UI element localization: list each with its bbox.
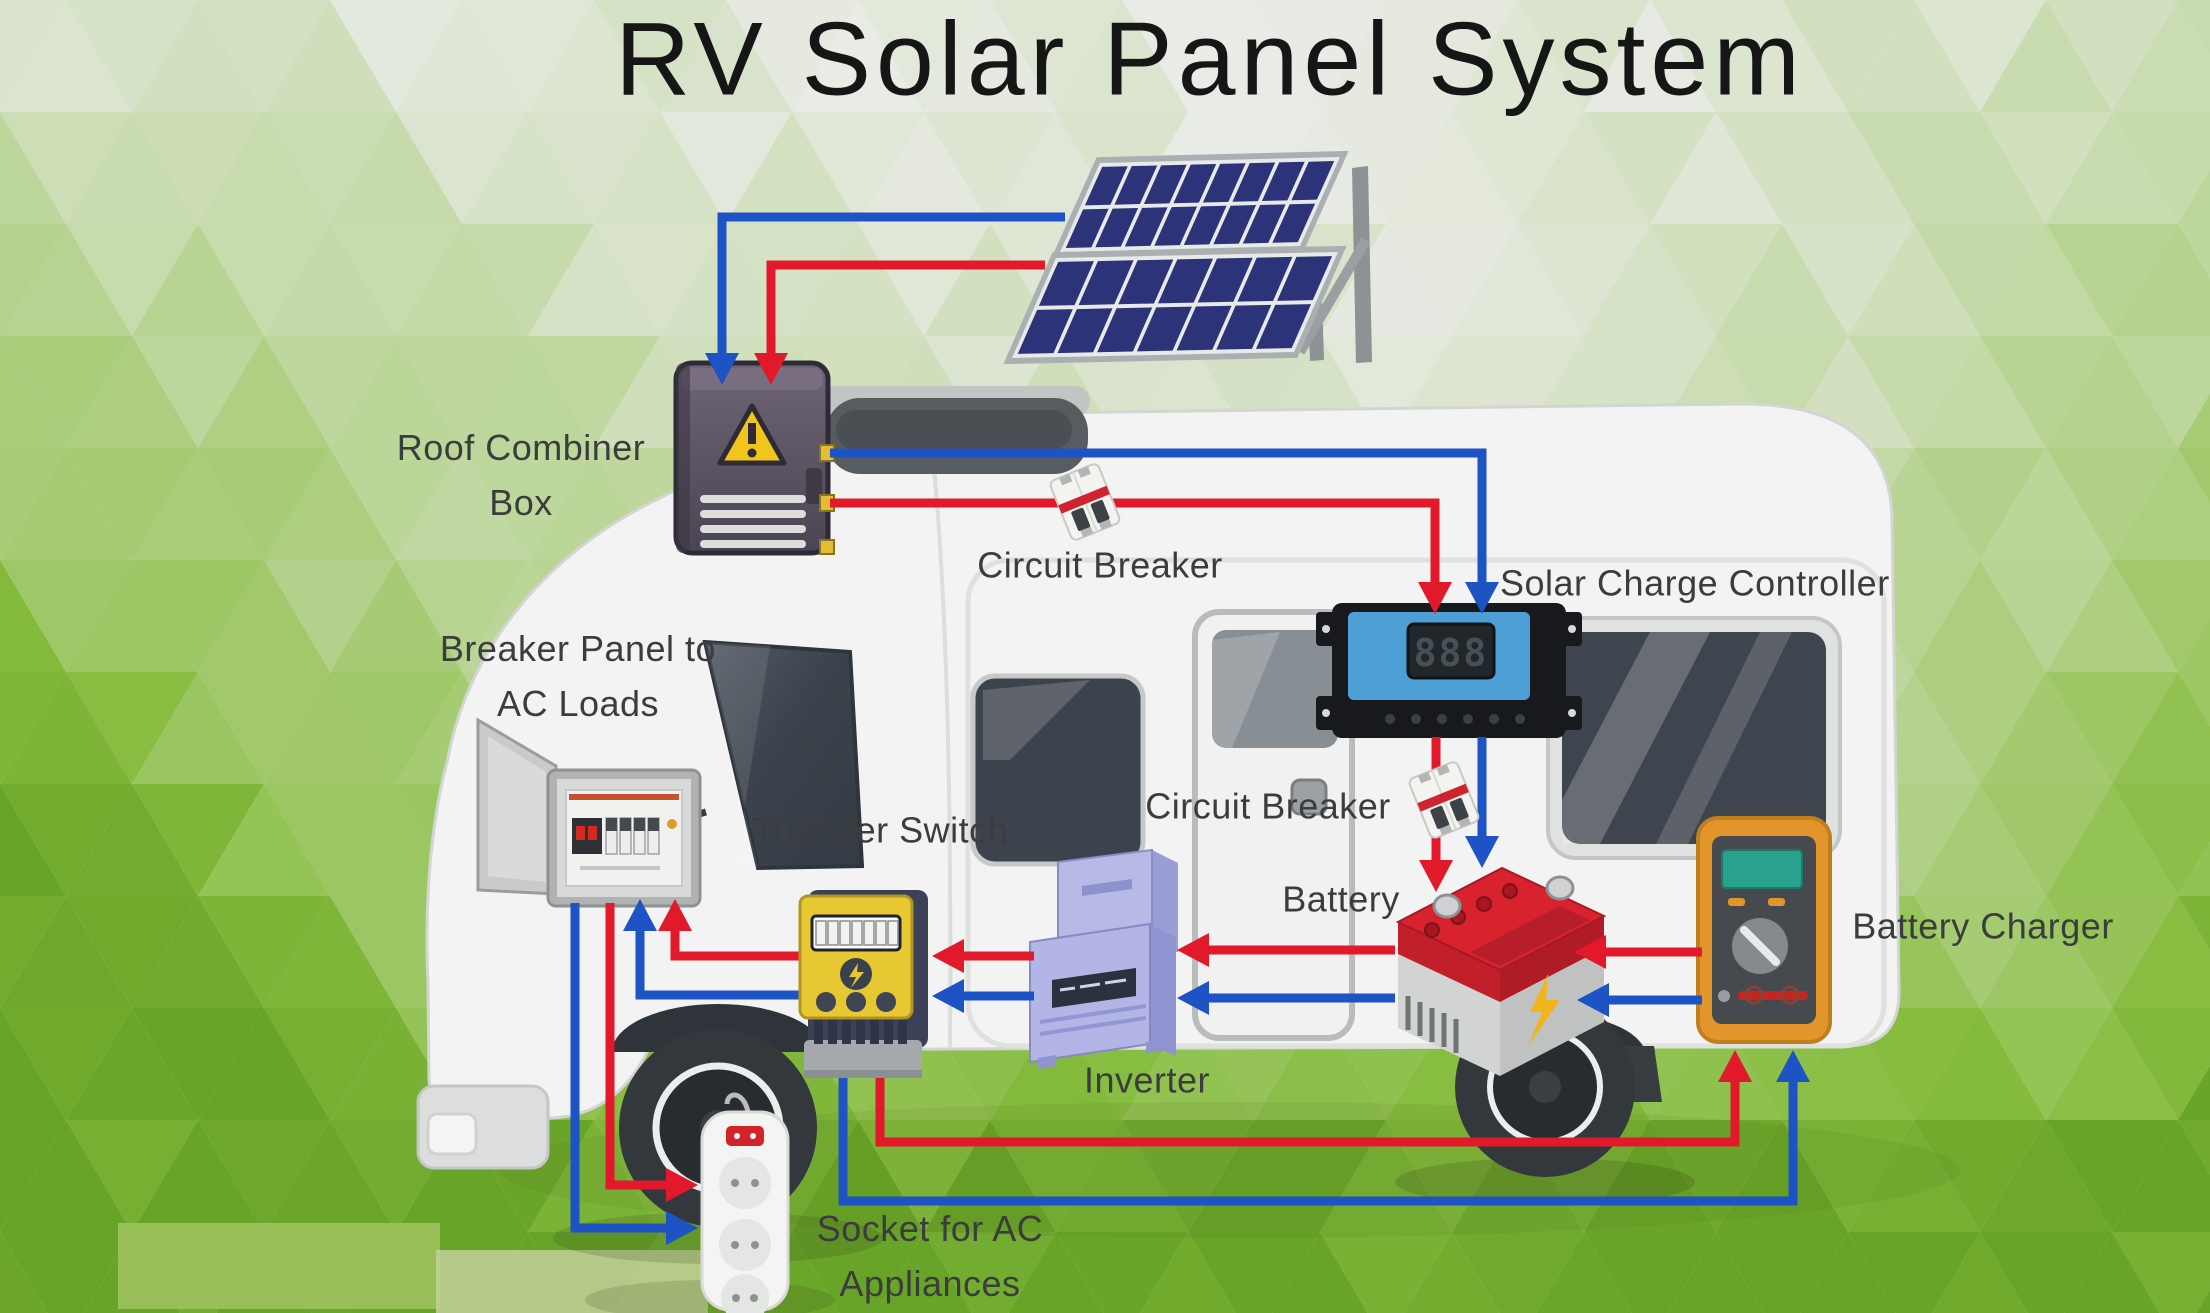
lightning-bolt-icon — [849, 963, 864, 988]
red-arrowheads — [658, 353, 1752, 1202]
solar-charge-controller-device: 888 — [1316, 603, 1582, 738]
battery-terminal — [1545, 875, 1575, 901]
rv-door — [1192, 609, 1355, 1041]
wiring — [570, 212, 1810, 1245]
charger-screen — [1721, 849, 1803, 889]
door-handle — [1290, 778, 1328, 816]
battery-terminal — [1432, 893, 1462, 919]
side-window-1 — [970, 673, 1146, 867]
battery-charger-device — [1696, 816, 1832, 1044]
side-window-2 — [1546, 616, 1842, 860]
controller-display — [1406, 622, 1496, 680]
headlight — [426, 1112, 478, 1156]
roof-combiner-box-device — [673, 360, 835, 556]
blue-arrowheads — [623, 353, 1810, 1245]
battery-device — [1395, 866, 1607, 1076]
socket-switch — [726, 1126, 764, 1146]
blue-negative-wires — [570, 212, 1798, 1233]
controller-display-value: 888 — [1414, 631, 1489, 675]
transfer-switch-device — [798, 890, 928, 1078]
ground-patches — [118, 1102, 1960, 1313]
red-positive-wires — [605, 260, 1740, 1190]
socket-outlet — [719, 1157, 771, 1209]
socket-outlet — [721, 1274, 769, 1313]
lightning-bolt-icon — [1528, 974, 1560, 1046]
socket-outlet — [719, 1219, 771, 1271]
solar-panel-icon — [1003, 150, 1372, 365]
cab-window — [702, 639, 865, 871]
inverter-display — [1052, 968, 1136, 1008]
breaker-panel-device — [476, 717, 702, 908]
inverter-device — [1029, 848, 1178, 1069]
ac-socket-device — [700, 1092, 790, 1313]
